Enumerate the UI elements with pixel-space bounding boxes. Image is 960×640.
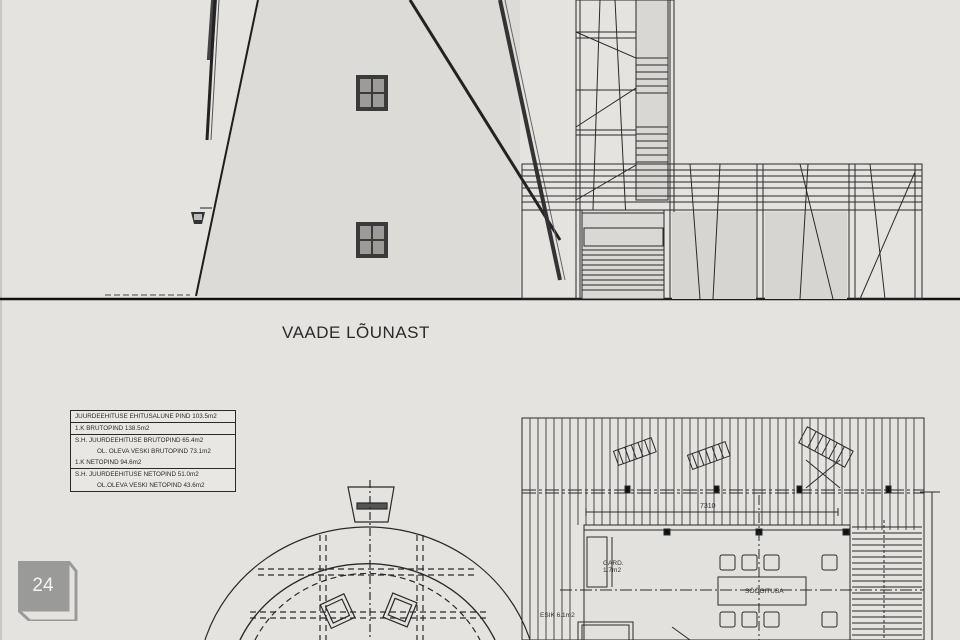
room-label-gard: GARD. 1.7m2 (603, 560, 624, 574)
room-name: SÖÖGITUBA (745, 588, 784, 595)
wall-lamp (191, 207, 212, 224)
gallery-count: 24 (18, 561, 68, 610)
area-row-footprint: JUURDEEHITUSE EHITUSALUNE PIND 103.5m2 (75, 413, 217, 420)
stack-icon (18, 561, 78, 621)
roof-slats (529, 418, 915, 640)
dimension-label: 7310 (700, 503, 716, 510)
room-name: ESIK (540, 612, 555, 619)
stair-tower (575, 0, 675, 300)
room-name: GARD. (603, 560, 624, 567)
extension-floor-plan (521, 417, 940, 640)
room-area: 1.7m2 (603, 567, 622, 574)
area-row-gross-mill: OL. OLEVA VESKI BRUTOPIND 73.1m2 (97, 448, 211, 455)
area-row-gross-extension: S.H. JUURDEEHITUSE BRUTOPIND 65.4m2 (71, 434, 235, 446)
mill-floor-plan (204, 480, 531, 640)
area-row-net-mill: OL.OLEVA VESKI NETOPIND 43.6m2 (97, 482, 205, 489)
room-label-entry: ESIK 6.1m2 (540, 612, 575, 619)
area-row-net-total: 1.K NETOPIND 94.6m2 (75, 459, 142, 466)
window-upper (356, 75, 388, 111)
gallery-count-badge[interactable]: 24 (18, 561, 78, 621)
room-area: 6.1m2 (556, 612, 575, 619)
sunbed-2 (686, 441, 731, 471)
area-table: JUURDEEHITUSE EHITUSALUNE PIND 103.5m2 1… (70, 410, 236, 492)
page-edge (0, 0, 2, 640)
dining-chairs (719, 554, 838, 628)
area-row-net-extension: S.H. JUURDEEHITUSE NETOPIND 51.0m2 (71, 468, 235, 480)
mill-sail-left (205, 0, 220, 141)
right-stair (852, 520, 922, 640)
window-lower (356, 222, 388, 258)
sunbed-1 (612, 437, 657, 467)
sunbed-3 (798, 426, 854, 468)
area-row-gross-total: 1.K BRUTOPIND 138.5m2 (71, 422, 235, 434)
extension-elevation (521, 163, 923, 300)
elevation-title: VAADE LÕUNAST (282, 323, 430, 342)
room-label-dining: SÖÖGITUBA (745, 588, 784, 595)
